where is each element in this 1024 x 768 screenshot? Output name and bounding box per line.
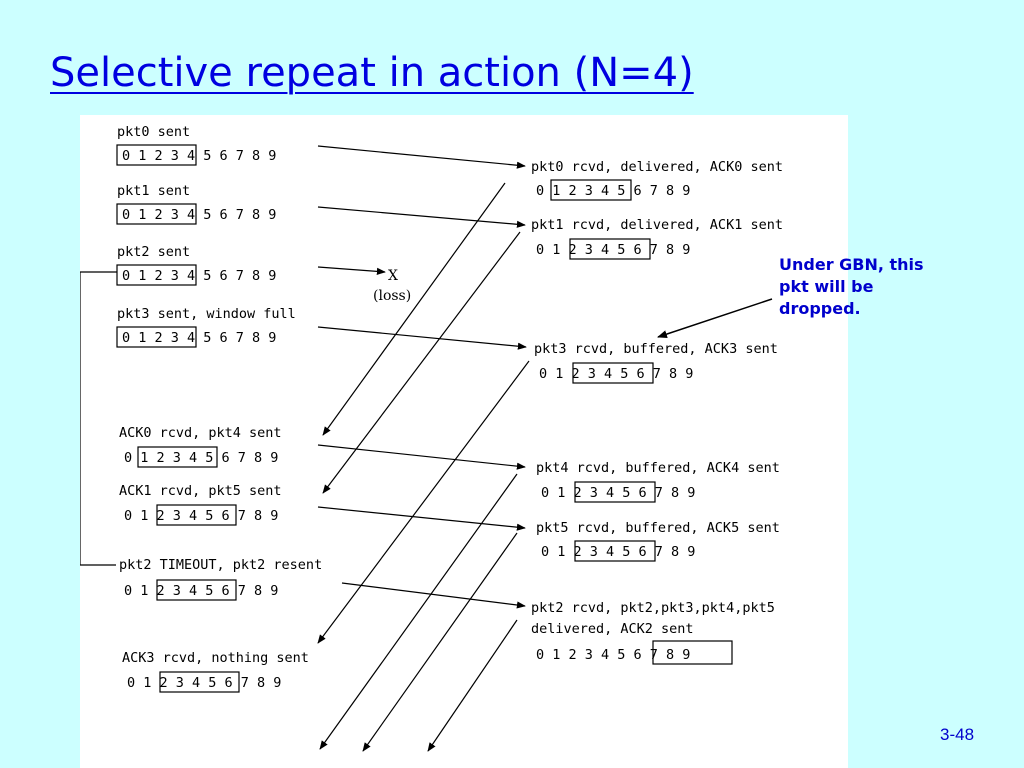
receiver-sequence-1: 0 1 2 3 4 5 6 7 8 9	[536, 242, 690, 258]
slide-title: Selective repeat in action (N=4)	[50, 50, 694, 96]
receiver-window-5	[652, 640, 733, 665]
sender-sequence-1: 0 1 2 3 4 5 6 7 8 9	[122, 207, 276, 223]
sender-label-6: pkt2 TIMEOUT, pkt2 resent	[119, 557, 322, 573]
annotation-line-1: Under GBN, this	[779, 255, 924, 274]
arrow-ack2	[427, 619, 518, 752]
diagram-panel: pkt0 sent 0 1 2 3 4 5 6 7 8 9 pkt1 sent …	[80, 115, 848, 768]
arrow-ack4	[319, 473, 518, 750]
arrow-pkt2-lost	[317, 266, 386, 275]
sender-window-1	[116, 203, 197, 225]
receiver-label-4: pkt5 rcvd, buffered, ACK5 sent	[536, 520, 780, 536]
receiver-window-0	[550, 179, 632, 201]
sender-sequence-3: 0 1 2 3 4 5 6 7 8 9	[122, 330, 276, 346]
arrow-pkt2-resent	[341, 582, 526, 609]
arrow-ack3	[317, 360, 530, 644]
sender-sequence-6: 0 1 2 3 4 5 6 7 8 9	[124, 583, 278, 599]
receiver-sequence-5: 0 1 2 3 4 5 6 7 8 9	[536, 647, 690, 663]
receiver-label-0: pkt0 rcvd, delivered, ACK0 sent	[531, 159, 783, 175]
receiver-window-1	[569, 238, 651, 260]
sender-label-7: ACK3 rcvd, nothing sent	[122, 650, 309, 666]
receiver-label-5-line2: delivered, ACK2 sent	[531, 621, 694, 637]
receiver-label-5: pkt2 rcvd, pkt2,pkt3,pkt4,pkt5	[531, 600, 775, 616]
sender-window-5	[156, 504, 237, 526]
receiver-sequence-3: 0 1 2 3 4 5 6 7 8 9	[541, 485, 695, 501]
arrow-ack1	[322, 231, 521, 494]
sender-label-2: pkt2 sent	[117, 244, 190, 260]
gbn-annotation: Under GBN, this pkt will be dropped.	[779, 254, 979, 320]
loss-label: (loss)	[373, 288, 411, 304]
sender-label-3: pkt3 sent, window full	[117, 306, 296, 322]
arrow-pkt4	[317, 444, 526, 470]
sender-label-1: pkt1 sent	[117, 183, 190, 199]
receiver-label-3: pkt4 rcvd, buffered, ACK4 sent	[536, 460, 780, 476]
receiver-sequence-4: 0 1 2 3 4 5 6 7 8 9	[541, 544, 695, 560]
sender-window-4	[137, 446, 218, 468]
sender-sequence-4: 0 1 2 3 4 5 6 7 8 9	[124, 450, 278, 466]
sender-sequence-0: 0 1 2 3 4 5 6 7 8 9	[122, 148, 276, 164]
sender-sequence-5: 0 1 2 3 4 5 6 7 8 9	[124, 508, 278, 524]
arrow-pkt0	[317, 145, 526, 169]
sender-window-3	[116, 326, 197, 348]
arrow-pkt5	[317, 506, 526, 531]
receiver-sequence-2: 0 1 2 3 4 5 6 7 8 9	[539, 366, 693, 382]
sender-window-2	[116, 264, 197, 286]
receiver-sequence-0: 0 1 2 3 4 5 6 7 8 9	[536, 183, 690, 199]
sender-sequence-7: 0 1 2 3 4 5 6 7 8 9	[127, 675, 281, 691]
annotation-line-3: dropped.	[779, 299, 861, 318]
arrow-pkt1	[317, 206, 526, 228]
arrow-ack5	[362, 532, 518, 752]
sender-label-4: ACK0 rcvd, pkt4 sent	[119, 425, 282, 441]
sender-label-5: ACK1 rcvd, pkt5 sent	[119, 483, 282, 499]
receiver-window-2	[572, 362, 654, 384]
arrow-ack0	[322, 182, 506, 436]
sender-label-0: pkt0 sent	[117, 124, 190, 140]
loss-x-mark: X	[388, 268, 398, 284]
annotation-line-2: pkt will be	[779, 277, 874, 296]
slide-number: 3-48	[940, 725, 975, 744]
receiver-window-4	[574, 540, 656, 562]
sender-window-7	[159, 671, 240, 693]
sender-window-0	[116, 144, 197, 166]
receiver-window-3	[574, 481, 656, 503]
arrow-pkt3	[317, 326, 527, 350]
sender-window-6	[156, 579, 237, 601]
timeout-bracket	[80, 271, 117, 566]
receiver-label-2: pkt3 rcvd, buffered, ACK3 sent	[534, 341, 778, 357]
receiver-label-1: pkt1 rcvd, delivered, ACK1 sent	[531, 217, 783, 233]
sender-sequence-2: 0 1 2 3 4 5 6 7 8 9	[122, 268, 276, 284]
sequence-diagram: pkt0 sent 0 1 2 3 4 5 6 7 8 9 pkt1 sent …	[80, 124, 783, 752]
